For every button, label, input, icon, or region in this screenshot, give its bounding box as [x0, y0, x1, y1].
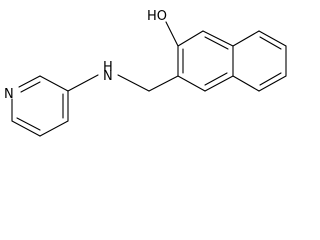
naphthalene-bond — [177, 30, 204, 47]
naphthalene-double-bond — [259, 36, 282, 50]
naphthalene-benzo-ring — [204, 30, 287, 92]
amine-nitrogen-label: N — [103, 69, 113, 84]
hydroxyl-label: HO — [147, 9, 167, 24]
chemical-structure-canvas: HO H N N — [4, 9, 287, 137]
ring-to-nitrogen-bond — [67, 74, 99, 92]
naphthalene-bond — [232, 30, 260, 47]
naphthalene-double-bond — [259, 72, 282, 86]
pyridine-double-bond — [20, 81, 41, 93]
pyridine-bond — [39, 75, 69, 92]
pyridine-nitrogen-label: N — [4, 87, 14, 102]
nitrogen-to-methylene-bond — [117, 74, 150, 92]
amine-linker — [67, 74, 179, 92]
naphthalene-bond — [258, 30, 287, 47]
pyridine-double-bond — [16, 117, 41, 131]
naphthalene-bond — [258, 75, 287, 92]
naphthalene-double-bond — [204, 72, 228, 86]
pyridine-bond — [18, 75, 41, 88]
methylene-to-naphthalene-bond — [148, 75, 179, 92]
amine-hydrogen-label: H — [103, 60, 113, 75]
chemical-structure-drawing: HO H N N — [4, 9, 287, 137]
naphthalene-hydroxy-ring — [177, 30, 234, 92]
naphthalene-bond — [177, 75, 206, 92]
pyridine-ring — [11, 75, 69, 137]
pyridine-bond — [11, 120, 41, 137]
naphthalene-bond — [232, 75, 260, 92]
hydroxyl-bond — [165, 21, 179, 47]
pyridine-bond — [39, 120, 69, 137]
naphthalene-bond — [202, 30, 234, 47]
naphthalene-bond — [204, 75, 234, 92]
naphthalene-double-bond — [204, 36, 229, 50]
